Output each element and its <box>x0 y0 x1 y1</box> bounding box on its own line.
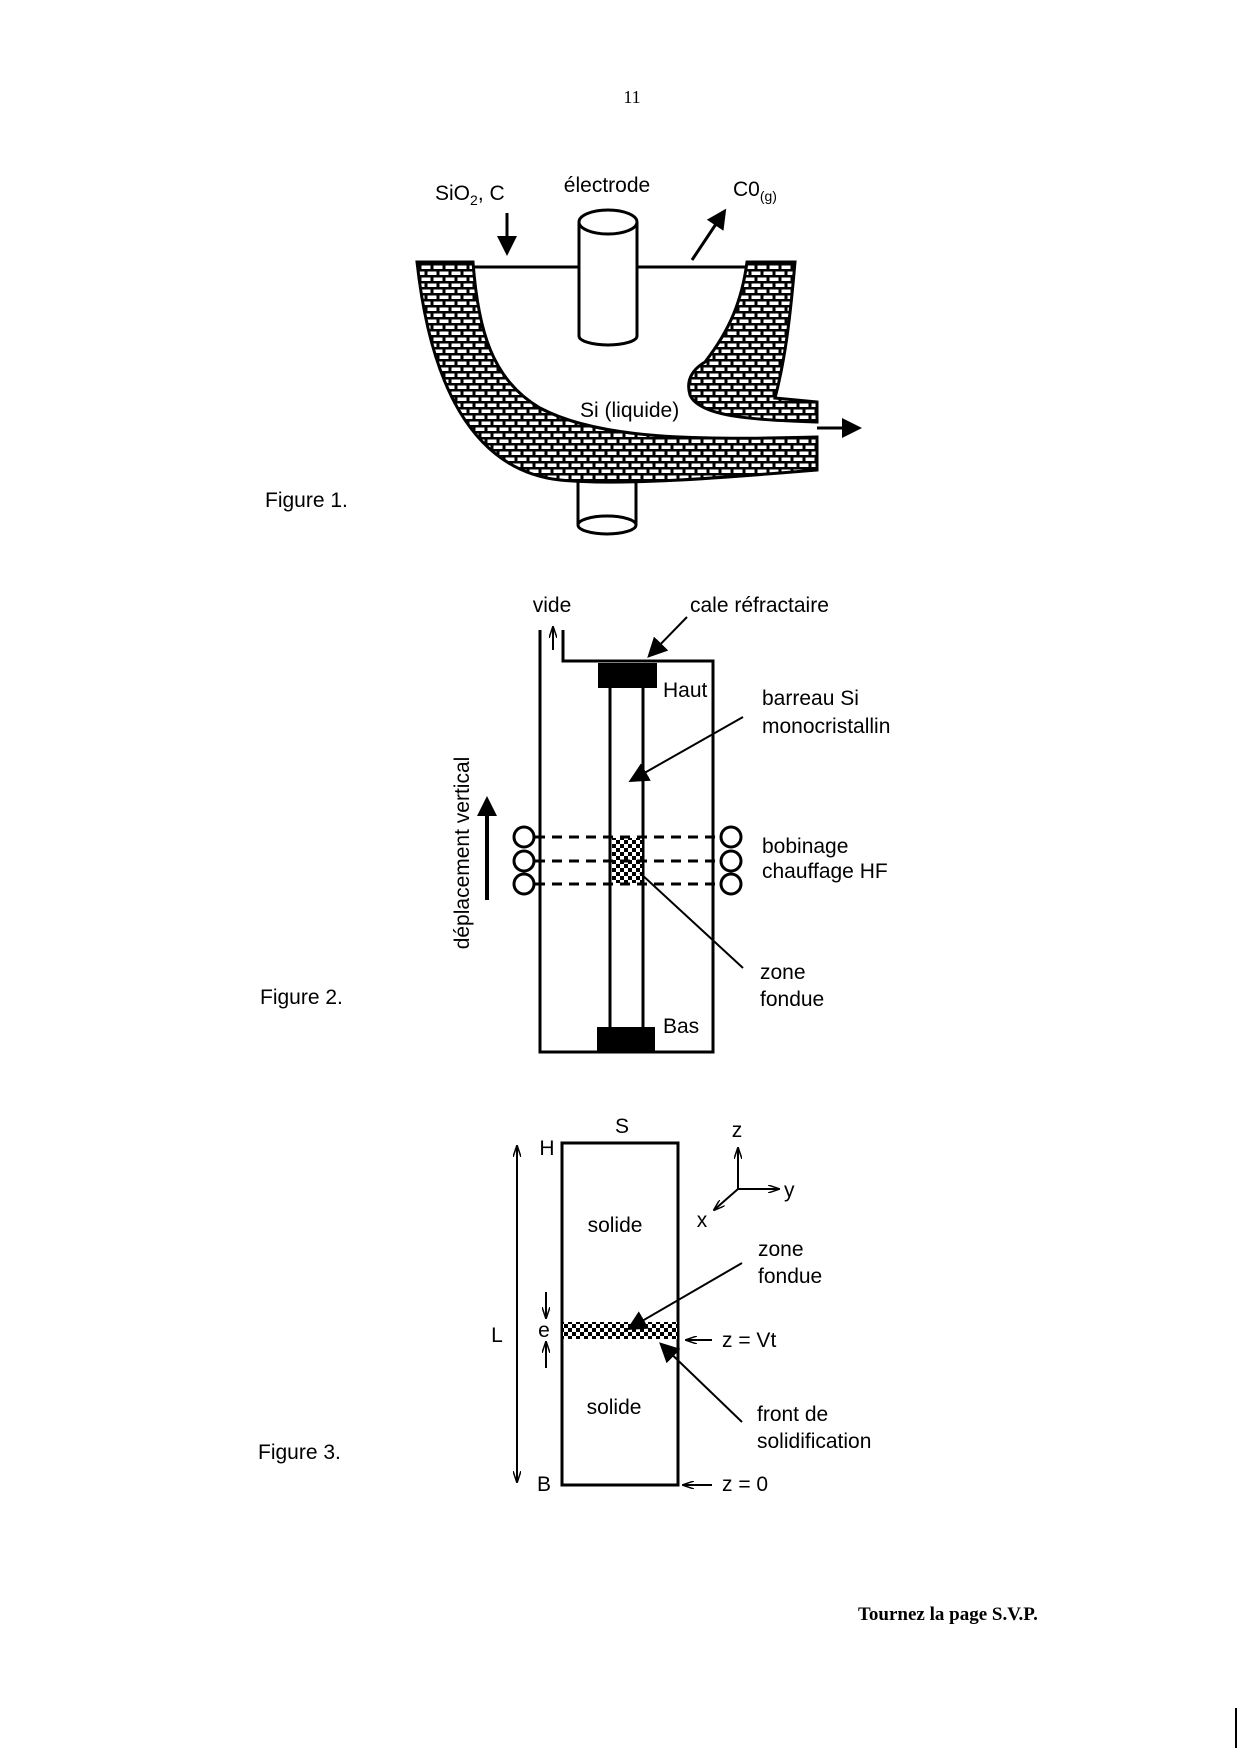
coil-circles-icon <box>512 825 743 896</box>
chamber-outline <box>538 630 715 1054</box>
input-label: SiO2, C <box>435 182 505 208</box>
solid-top-label: solide <box>588 1214 643 1237</box>
axis-y-label: y <box>784 1179 795 1202</box>
motion-label: déplacement vertical <box>451 757 474 950</box>
electrode <box>577 208 639 347</box>
label-B: B <box>537 1473 551 1496</box>
zone-pointer-line <box>639 872 744 969</box>
coil-dashed-lines <box>535 835 720 886</box>
figure-1-furnace: SiO2, C électrode C0(g) Si (liquide) <box>415 174 862 536</box>
brick-wall-right <box>687 260 819 424</box>
page-number: 11 <box>623 87 640 107</box>
zone-label-2: fondue <box>758 1265 822 1288</box>
zone-pointer-arrow-icon <box>626 1262 743 1331</box>
front-label-1: front de <box>757 1403 828 1426</box>
front-label-2: solidification <box>757 1430 871 1453</box>
axis-z-label: z <box>732 1119 743 1142</box>
solid-bottom-label: solide <box>587 1396 642 1419</box>
figure-2-caption: Figure 2. <box>260 986 343 1009</box>
z0-label: z = 0 <box>722 1473 768 1496</box>
bottom-shim <box>597 1027 655 1052</box>
label-L: L <box>491 1324 503 1347</box>
label-H: H <box>539 1137 554 1160</box>
bottom-label: Bas <box>663 1015 699 1038</box>
zone-label-1: zone <box>760 961 806 984</box>
label-e: e <box>538 1319 550 1342</box>
coil-label-1: bobinage <box>762 835 848 858</box>
top-label: Haut <box>663 679 708 702</box>
bar-outline <box>560 1141 680 1487</box>
rod-label-2: monocristallin <box>762 715 890 738</box>
coil-label-2: chauffage HF <box>762 860 888 883</box>
figure-3-bar-model: S H B L e solide solide zone fondue fron… <box>491 1115 871 1496</box>
figure-3-caption: Figure 3. <box>258 1441 341 1464</box>
zone-label-2: fondue <box>760 988 824 1011</box>
rod-label-1: barreau Si <box>762 687 859 710</box>
shim-pointer-arrow-icon <box>647 616 688 658</box>
turn-page-note: Tournez la page S.V.P. <box>858 1604 1038 1625</box>
axes-triad-icon <box>714 1148 779 1210</box>
gas-label: C0(g) <box>733 178 777 204</box>
zone-label-1: zone <box>758 1238 804 1261</box>
axis-x-label: x <box>697 1209 708 1232</box>
figure-2-float-zone: vide cale réfractaire Haut Bas barreau S… <box>451 594 890 1054</box>
liquid-si-label: Si (liquide) <box>580 399 679 422</box>
shim-label: cale réfractaire <box>690 594 829 617</box>
brick-wall-left <box>415 260 819 484</box>
rod-pointer-arrow-icon <box>628 716 744 782</box>
label-S: S <box>615 1115 629 1138</box>
gas-arrow-icon <box>690 208 727 261</box>
bottom-pipe <box>576 482 638 536</box>
vacuum-label: vide <box>533 594 572 617</box>
figure-1-caption: Figure 1. <box>265 489 348 512</box>
zvt-label: z = Vt <box>722 1329 776 1352</box>
molten-band <box>563 1322 677 1339</box>
front-pointer-arrow-icon <box>659 1342 743 1423</box>
top-shim <box>598 663 657 688</box>
electrode-label: électrode <box>564 174 650 197</box>
